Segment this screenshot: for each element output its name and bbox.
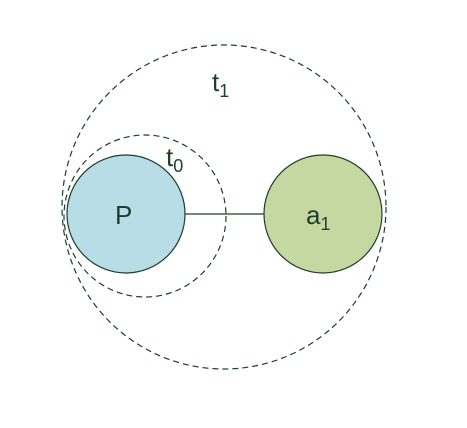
node-p [66,154,186,274]
ring-t0-label: t0 [166,142,183,176]
node-a1-label-sub: 1 [320,214,330,234]
node-a1 [263,154,383,274]
node-a1-label: a1 [306,200,330,234]
ring-t0 [63,134,227,298]
ring-t1 [61,44,387,370]
ring-t1-label-sub: 1 [219,81,229,101]
ring-t1-label-main: t [212,67,220,97]
node-p-label: P [115,200,132,230]
ring-t1-label: t1 [212,67,229,101]
node-a1-label-main: a [306,200,321,230]
ring-t0-label-main: t [166,142,174,172]
ring-t0-label-sub: 0 [173,156,183,176]
